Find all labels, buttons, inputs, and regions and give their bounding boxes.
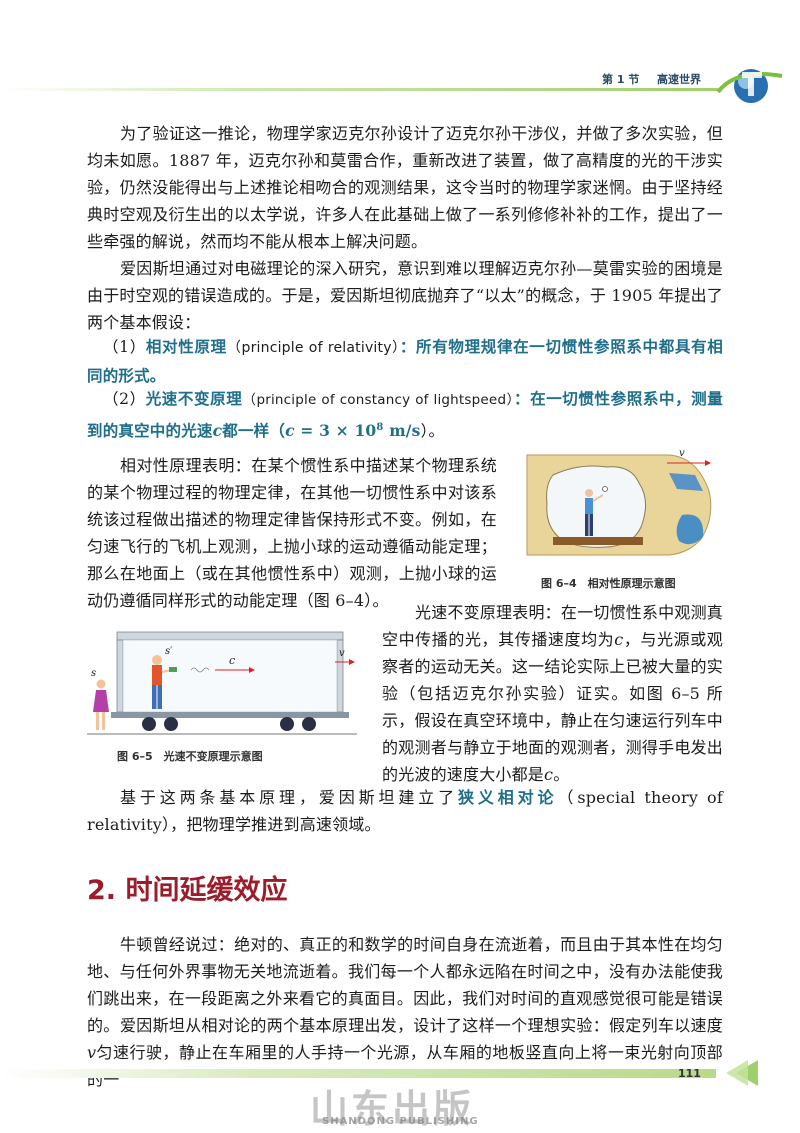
- paragraph-4-text-b: ，与光源或观察者的运动无关。这一结论实际上已被大量的实验（包括迈克尔孙实验）证实…: [382, 630, 723, 784]
- section-2-title: 2. 时间延缓效应: [87, 875, 288, 906]
- figure-6-5-c-label: c: [229, 654, 235, 667]
- figure-6-4-v-label: v: [679, 448, 685, 459]
- postulate-2-num: （2）: [103, 390, 146, 408]
- footer-arrow-icon: [726, 1060, 758, 1086]
- figure-6-5-s-prime: s′: [165, 646, 173, 657]
- postulate-2-term: 光速不变原理: [145, 389, 243, 408]
- paragraph-5: 基于这两条基本原理，爱因斯坦建立了狭义相对论（special theory of…: [87, 784, 723, 838]
- postulate-2-en: （principle of constancy of lightspeed）: [242, 392, 514, 408]
- postulate-1-text: ：所有物理规律在一切惯性参照系中都具有相同的形式。: [87, 337, 723, 385]
- footer-bar: [0, 1069, 716, 1078]
- watermark: 山东出版: [310, 1086, 475, 1131]
- paragraph-7: 爱因斯坦从相对论的两个基本原理出发，设计了这样一个理想实验：假定列车以速度v匀速…: [87, 1012, 723, 1093]
- paragraph-6: 牛顿曾经说过：绝对的、真正的和数学的时间自身在流逝着，而且由于其本性在均匀地、与…: [87, 935, 723, 1035]
- header-label: 第 1 节 高速世界: [602, 71, 701, 87]
- header-title: 高速世界: [657, 73, 702, 86]
- paragraph-4-c2: c: [544, 765, 554, 784]
- postulate-2-formula-close: ）。: [420, 422, 445, 441]
- postulate-1-num: （1）: [103, 338, 146, 356]
- paragraph-1: 为了验证这一推论，物理学家迈克尔孙设计了迈克尔孙干涉仪，并做了多次实验，但均未如…: [87, 124, 723, 251]
- watermark-english: SHANDONG PUBLISHING: [322, 1116, 479, 1127]
- postulate-1-en: （principle of relativity）: [226, 340, 400, 356]
- postulate-2-formula-exp: 8: [376, 422, 384, 433]
- paragraph-5-term: 狭义相对论: [458, 788, 558, 807]
- paragraph-4-c1: c: [614, 630, 624, 649]
- postulate-2-text2: 都一样: [222, 421, 270, 441]
- paragraph-3: 相对性原理表明：在某个惯性系中描述某个物理系统的某个物理过程的物理定律，在其他一…: [87, 456, 497, 610]
- postulate-2-formula-c: c: [285, 421, 295, 441]
- postulate-2-c: c: [212, 421, 223, 441]
- postulate-2-text: ：在一切惯性参照系中，测量到的真空中的光速: [87, 389, 723, 441]
- paragraph-4-end: 。: [553, 765, 570, 784]
- header-section: 第 1 节: [602, 73, 640, 86]
- figure-6-5-caption: 图 6–5 光速不变原理示意图: [117, 750, 263, 763]
- postulate-1-term: 相对性原理: [145, 337, 227, 356]
- paragraph-7-text-a: 爱因斯坦从相对论的两个基本原理出发，设计了这样一个理想实验：假定列车以速度: [120, 1016, 723, 1035]
- figure-6-4-caption: 图 6–4 相对性原理示意图: [541, 577, 676, 590]
- paragraph-4-text-a: 光速不变原理表明：在一切惯性系中观测真空中传播的光，其传播速度均为: [382, 603, 723, 649]
- paragraph-5-text-b: （special theory of relativity），把物理学推进到高速…: [87, 788, 723, 834]
- postulate-1: （1）相对性原理（principle of relativity）：所有物理规律…: [87, 333, 723, 390]
- postulate-2-formula-unit: m/s: [383, 421, 421, 441]
- header-logo: [716, 69, 783, 103]
- paragraph-4: 光速不变原理表明：在一切惯性系中观测真空中传播的光，其传播速度均为c，与光源或观…: [382, 599, 723, 788]
- figure-6-5-v-label: v: [339, 648, 345, 659]
- postulate-2-formula: = 3 × 10: [294, 421, 377, 441]
- paragraph-7-v: v: [87, 1043, 97, 1062]
- figure-6-5-s-label: s: [91, 668, 96, 679]
- header-bar: [0, 88, 718, 91]
- page-number: 111: [678, 1067, 701, 1080]
- postulate-2-formula-open: （: [269, 421, 286, 441]
- paragraph-5-text-a: 基于这两条基本原理，爱因斯坦建立了: [120, 788, 459, 807]
- figure-6-4: v: [526, 448, 712, 556]
- figure-6-5: s′ c v s: [87, 631, 357, 735]
- postulate-2: （2）光速不变原理（principle of constancy of ligh…: [87, 385, 723, 445]
- paragraph-2: 爱因斯坦通过对电磁理论的深入研究，意识到难以理解迈克尔孙—莫雷实验的困境是由于时…: [87, 259, 723, 332]
